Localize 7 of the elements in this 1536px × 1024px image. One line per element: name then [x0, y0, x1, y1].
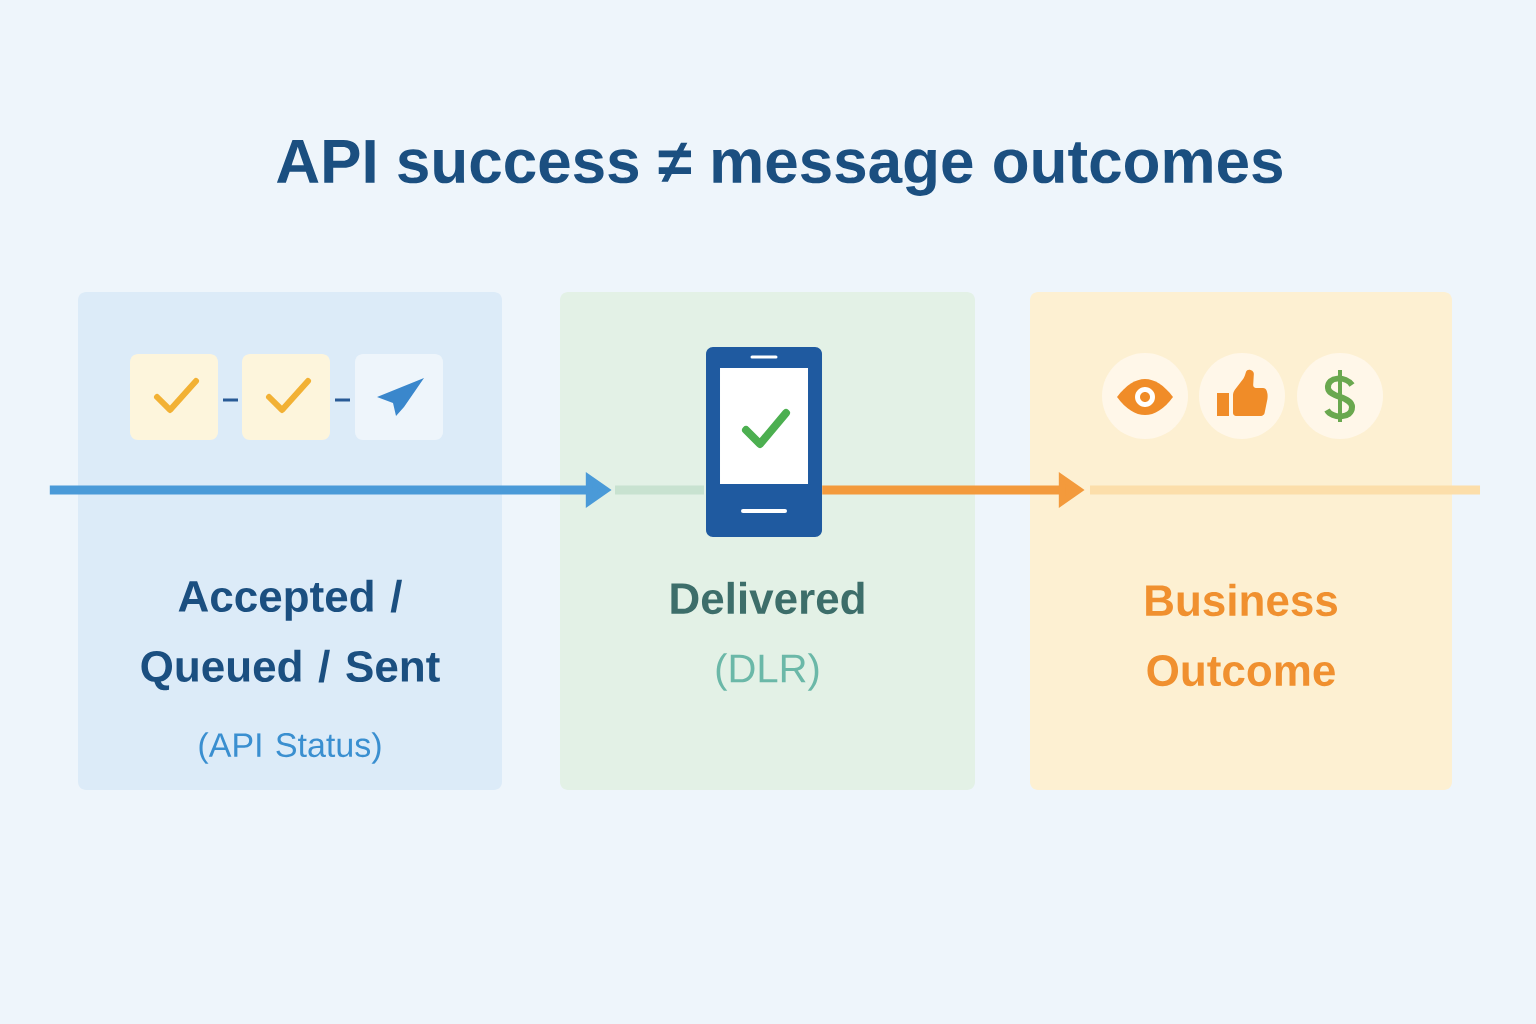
stage-label: (API Status) [199, 732, 381, 764]
stage-label: Business Outcome [1146, 583, 1337, 687]
stage-label: Accepted / Queued / Sent [141, 579, 440, 691]
stage-label: (DLR) [716, 653, 819, 691]
stage-label: Delivered [671, 581, 864, 615]
stage-panel [1030, 292, 1452, 790]
title: API success ≠ message outcomes [276, 140, 1282, 196]
